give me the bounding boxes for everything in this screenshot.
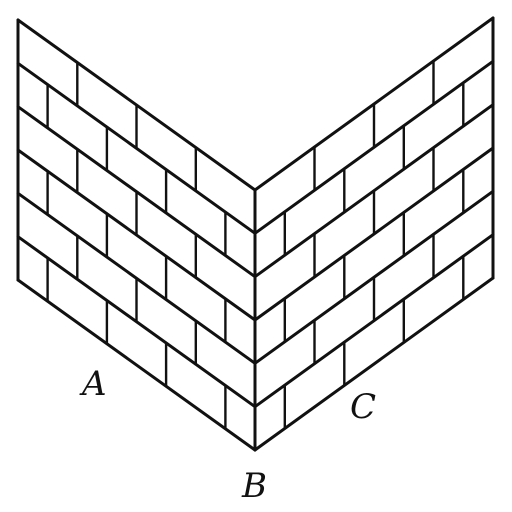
right-wall-face (253, 16, 495, 452)
label-a: A (79, 364, 107, 404)
label-c: C (350, 387, 376, 427)
left-wall-face (16, 18, 257, 452)
right-face-bottom-edge (253, 276, 495, 452)
wall-edges (16, 16, 495, 452)
left-face-bottom-edge (16, 278, 257, 452)
label-b: B (241, 466, 267, 506)
